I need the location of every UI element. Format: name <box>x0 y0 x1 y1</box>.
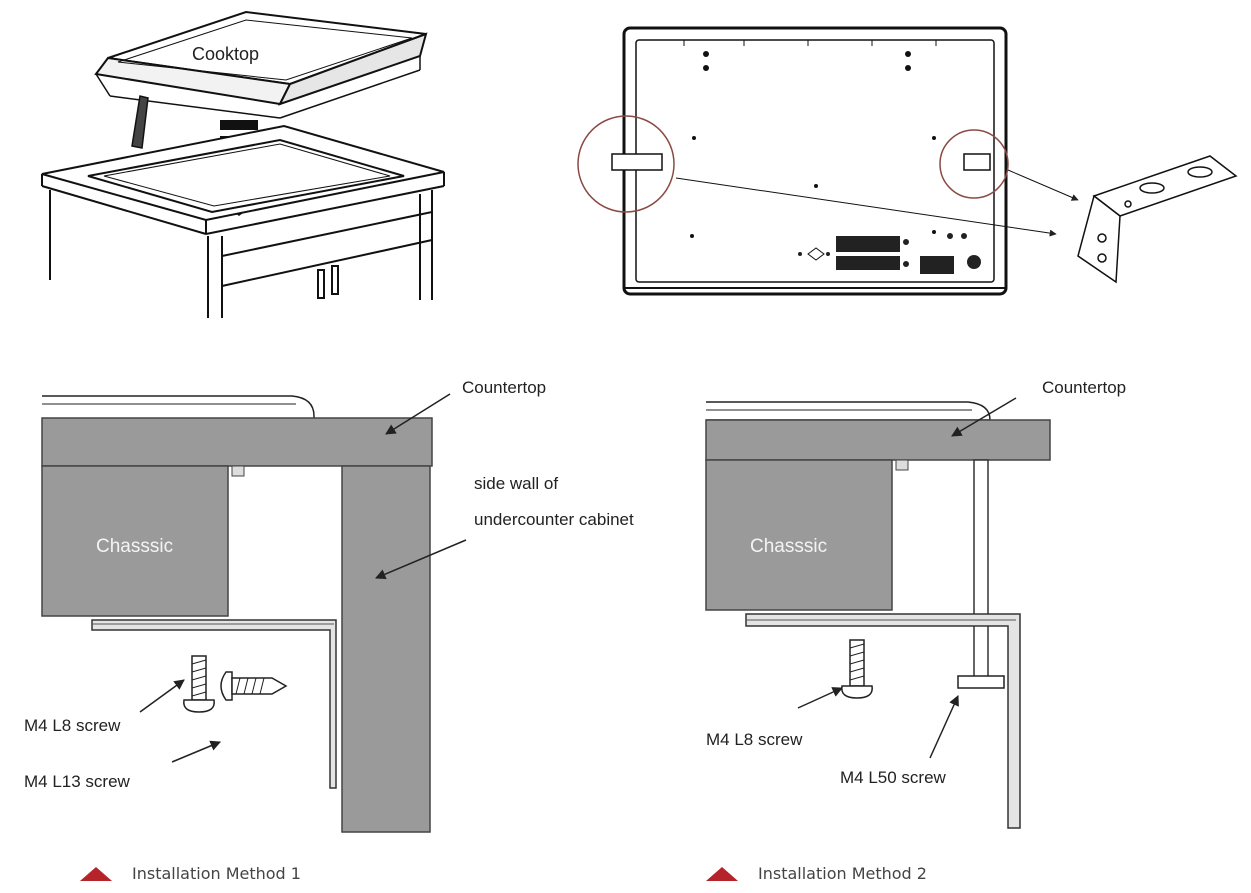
method2-countertop-label: Countertop <box>1042 378 1127 397</box>
method2-illustration <box>705 397 1051 829</box>
method1-screw-b-label: M4 L13 screw <box>24 772 130 791</box>
method1-screw-b <box>220 671 288 701</box>
method1-side-wall-label-line1: side wall of <box>474 474 559 493</box>
method2-caption: Installation Method 2 <box>706 864 927 883</box>
cooktop-tray <box>94 10 428 149</box>
right-detail-circle <box>939 129 1009 199</box>
cabinet <box>41 124 445 318</box>
method2-screw-a <box>841 639 873 699</box>
method1-countertop-label: Countertop <box>462 378 547 397</box>
method2-screw-b-label: M4 L50 screw <box>840 768 946 787</box>
cooktop-label: Cooktop <box>192 44 260 64</box>
method1-screw-a-label: M4 L8 screw <box>24 716 121 735</box>
method1-side-wall <box>341 465 431 833</box>
underside-illustration <box>577 26 1238 296</box>
method1-chassis <box>41 465 229 617</box>
method1-countertop <box>41 417 433 467</box>
red-triangle-icon <box>80 866 112 881</box>
mounting-bracket <box>1077 155 1238 284</box>
method2-chassis-label: Chasssic <box>750 536 828 557</box>
method2-screw-a-label: M4 L8 screw <box>706 730 803 749</box>
method2-countertop <box>705 419 1051 461</box>
method1-illustration <box>41 393 467 833</box>
method1-chassis-label: Chasssic <box>96 536 174 557</box>
method2-chassis <box>705 459 893 611</box>
method1-side-wall-label-line2: undercounter cabinet <box>474 510 634 529</box>
method1-screw-a <box>183 655 215 713</box>
method1-caption: Installation Method 1 <box>80 864 301 883</box>
cooktop-into-cabinet-illustration <box>41 10 445 318</box>
left-detail-circle <box>577 115 675 213</box>
red-triangle-icon <box>706 866 738 881</box>
